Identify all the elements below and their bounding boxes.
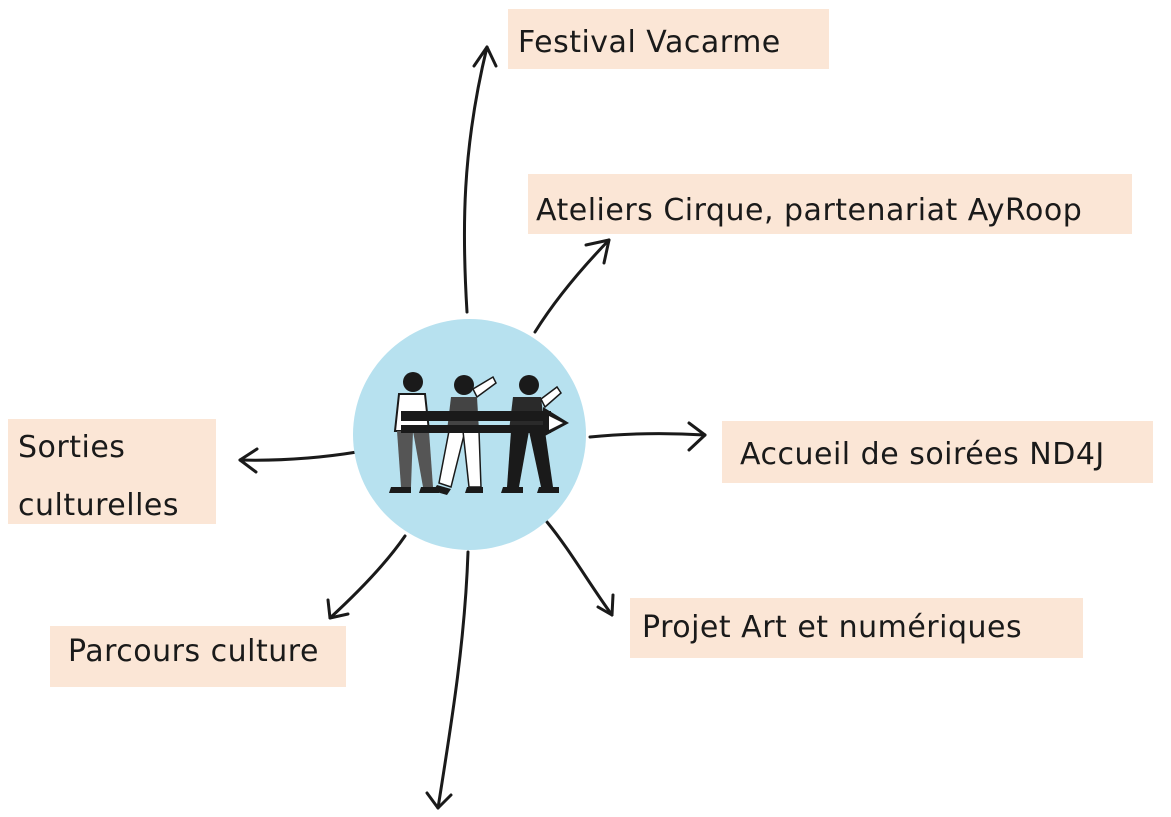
node-ateliers-cirque: Ateliers Cirque, partenariat AyRoop <box>528 174 1132 234</box>
node-projet-art: Projet Art et numériques <box>630 598 1083 658</box>
node-label: Ateliers Cirque, partenariat AyRoop <box>536 193 1083 228</box>
arrow-to-projet <box>545 520 615 617</box>
node-label: Parcours culture <box>68 634 319 669</box>
node-sorties-culturelles: Sorties culturelles <box>8 419 216 524</box>
central-hub <box>353 319 586 550</box>
node-parcours-culture: Parcours culture <box>50 626 346 687</box>
arrow-to-accueil <box>588 421 707 452</box>
arrow-to-ateliers <box>533 238 611 334</box>
node-label-line-2: culturelles <box>18 488 180 523</box>
node-label: Accueil de soirées ND4J <box>740 437 1105 472</box>
arrow-to-parcours <box>326 534 407 620</box>
node-label-line-1: Sorties <box>18 430 126 465</box>
node-festival-vacarme: Festival Vacarme <box>508 9 829 69</box>
node-label: Festival Vacarme <box>518 25 781 60</box>
arrow-to-festival <box>462 45 498 314</box>
arrow-to-sorties <box>238 447 359 474</box>
team-carrying-arrow-icon <box>389 372 569 495</box>
node-label: Projet Art et numériques <box>642 610 1023 645</box>
node-accueil-soirees: Accueil de soirées ND4J <box>722 421 1153 483</box>
arrow-down <box>425 550 470 810</box>
